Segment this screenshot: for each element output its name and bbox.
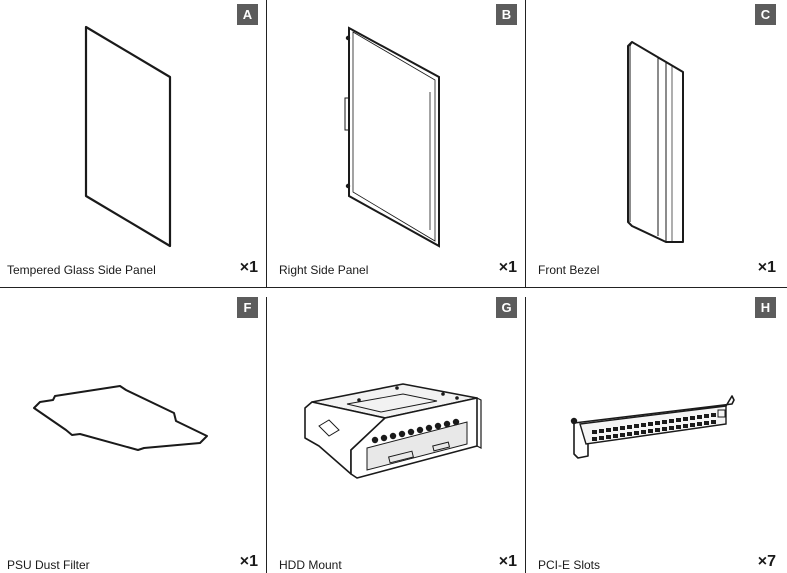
- part-letter-badge: G: [496, 297, 517, 318]
- front-bezel-icon: [627, 41, 684, 243]
- pcie-slot-icon: [570, 395, 735, 459]
- part-card-f: F PSU Dust Filter ×1: [0, 288, 266, 573]
- part-name: Right Side Panel: [279, 263, 369, 277]
- psu-dust-filter-icon: [33, 385, 208, 451]
- part-quantity: ×1: [757, 259, 776, 276]
- part-name: Tempered Glass Side Panel: [7, 263, 156, 277]
- column-divider: [266, 0, 267, 287]
- part-quantity: ×1: [239, 259, 258, 276]
- part-quantity: ×1: [498, 259, 517, 276]
- part-letter-badge: H: [755, 297, 776, 318]
- part-name: Front Bezel: [538, 263, 600, 277]
- tempered-glass-panel-icon: [84, 25, 172, 248]
- row-divider: [0, 287, 787, 288]
- column-divider: [266, 297, 267, 573]
- part-name: PCI-E Slots: [538, 558, 601, 572]
- part-letter-badge: F: [237, 297, 258, 318]
- part-quantity: ×7: [757, 553, 776, 570]
- part-card-h: H PCI-E Slots ×7: [526, 288, 787, 573]
- column-divider: [525, 0, 526, 287]
- part-letter-badge: A: [237, 4, 258, 25]
- hdd-mount-icon: [304, 383, 482, 479]
- part-quantity: ×1: [498, 553, 517, 570]
- part-card-b: B Right Side Panel ×1: [267, 0, 525, 287]
- part-letter-badge: B: [496, 4, 517, 25]
- column-divider: [525, 297, 526, 573]
- part-card-a: A Tempered Glass Side Panel ×1: [0, 0, 266, 287]
- part-card-c: C Front Bezel ×1: [526, 0, 787, 287]
- right-side-panel-icon: [344, 26, 440, 248]
- part-card-g: G HDD Mount ×: [267, 288, 525, 573]
- part-quantity: ×1: [239, 553, 258, 570]
- part-name: PSU Dust Filter: [7, 558, 90, 572]
- part-name: HDD Mount: [279, 558, 342, 572]
- part-letter-badge: C: [755, 4, 776, 25]
